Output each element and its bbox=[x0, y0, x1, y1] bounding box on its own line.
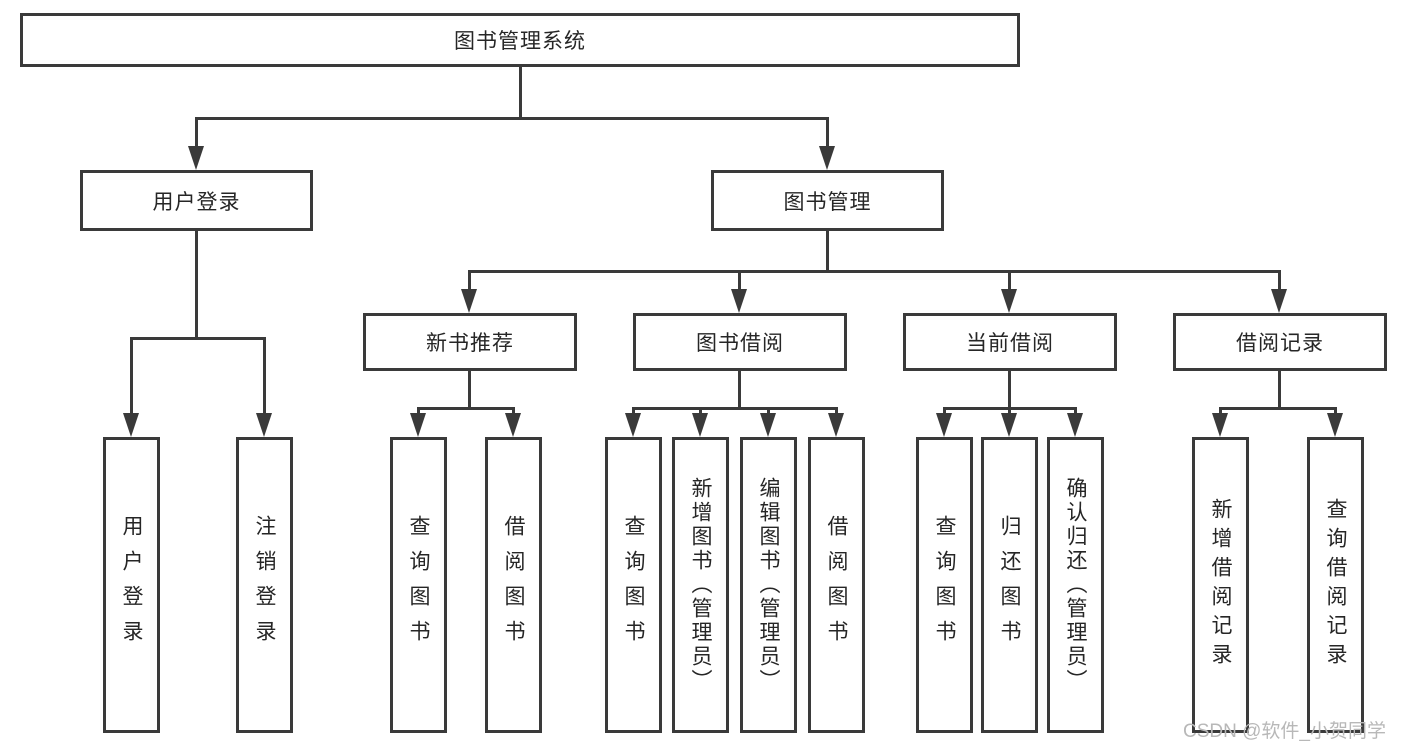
connector-module1-vline bbox=[468, 370, 471, 407]
connector-module1-hline bbox=[417, 407, 515, 410]
arrowhead-down-icon bbox=[1271, 289, 1287, 313]
arrowhead-down-icon bbox=[936, 413, 952, 437]
connector-module3-vline bbox=[1008, 370, 1011, 407]
arrowhead-down-icon bbox=[692, 413, 708, 437]
node-label: 当前借阅 bbox=[966, 332, 1054, 355]
connector-leaf-stub bbox=[1334, 407, 1337, 415]
connector-leaf-stub bbox=[417, 407, 420, 415]
arrowhead-down-icon bbox=[505, 413, 521, 437]
arrowhead-down-icon bbox=[461, 289, 477, 313]
connector-module4-hline bbox=[1219, 407, 1337, 410]
node-current-borrowing: 当前借阅 bbox=[903, 313, 1117, 371]
connector-user-login-stub bbox=[195, 117, 198, 148]
node-borrowing-records: 借阅记录 bbox=[1173, 313, 1387, 371]
connector-leaf-stub bbox=[943, 407, 946, 415]
connector-user-login-hline bbox=[130, 337, 266, 340]
arrowhead-down-icon bbox=[1212, 413, 1228, 437]
leaf-confirm-return-admin: 确认归还（管理员） bbox=[1047, 437, 1104, 733]
arrowhead-down-icon bbox=[410, 413, 426, 437]
arrowhead-down-icon bbox=[625, 413, 641, 437]
connector-modules-hline bbox=[468, 270, 1281, 273]
connector-leaf-stub bbox=[1219, 407, 1222, 415]
node-book-management: 图书管理 bbox=[711, 170, 944, 231]
node-label: 图书借阅 bbox=[696, 332, 784, 355]
connector-leaf-stub bbox=[699, 407, 702, 415]
arrowhead-down-icon bbox=[819, 146, 835, 170]
leaf-label: 借阅图书 bbox=[825, 515, 848, 655]
connector-module-stub bbox=[468, 270, 471, 291]
connector-module-stub bbox=[738, 270, 741, 291]
arrowhead-down-icon bbox=[1001, 413, 1017, 437]
leaf-label: 编辑图书（管理员） bbox=[757, 477, 780, 693]
connector-root-hline bbox=[195, 117, 829, 120]
leaf-label: 用户登录 bbox=[120, 515, 143, 655]
connector-module-stub bbox=[1278, 270, 1281, 291]
connector-root-vline bbox=[519, 66, 522, 117]
leaf-label: 查询借阅记录 bbox=[1324, 498, 1347, 672]
leaf-user-login: 用户登录 bbox=[103, 437, 160, 733]
connector-module2-hline bbox=[632, 407, 838, 410]
leaf-query-books: 查询图书 bbox=[390, 437, 447, 733]
arrowhead-down-icon bbox=[123, 413, 139, 437]
leaf-label: 借阅图书 bbox=[502, 515, 525, 655]
connector-leaf-stub bbox=[1074, 407, 1077, 415]
connector-leaf-stub bbox=[263, 337, 266, 415]
node-book-borrowing: 图书借阅 bbox=[633, 313, 847, 371]
connector-book-management-vline bbox=[826, 230, 829, 270]
node-label: 新书推荐 bbox=[426, 332, 514, 355]
leaf-logout: 注销登录 bbox=[236, 437, 293, 733]
leaf-label: 注销登录 bbox=[253, 515, 276, 655]
leaf-label: 归还图书 bbox=[998, 515, 1021, 655]
connector-leaf-stub bbox=[512, 407, 515, 415]
connector-leaf-stub bbox=[835, 407, 838, 415]
connector-module2-vline bbox=[738, 370, 741, 407]
leaf-query-borrow-record: 查询借阅记录 bbox=[1307, 437, 1364, 733]
arrowhead-down-icon bbox=[256, 413, 272, 437]
connector-user-login-vline bbox=[195, 230, 198, 337]
node-label: 图书管理 bbox=[783, 190, 872, 214]
leaf-add-borrow-record: 新增借阅记录 bbox=[1192, 437, 1249, 733]
connector-book-management-stub bbox=[826, 117, 829, 148]
connector-module-stub bbox=[1008, 270, 1011, 291]
node-label: 图书管理系统 bbox=[454, 30, 586, 53]
leaf-query-books: 查询图书 bbox=[605, 437, 662, 733]
connector-module4-vline bbox=[1278, 370, 1281, 407]
arrowhead-down-icon bbox=[1327, 413, 1343, 437]
node-label: 借阅记录 bbox=[1236, 332, 1324, 355]
arrowhead-down-icon bbox=[1067, 413, 1083, 437]
arrowhead-down-icon bbox=[828, 413, 844, 437]
leaf-label: 确认归还（管理员） bbox=[1064, 477, 1087, 693]
leaf-label: 新增图书（管理员） bbox=[689, 477, 712, 693]
leaf-label: 查询图书 bbox=[933, 515, 956, 655]
csdn-watermark: CSDN @软件_小贺同学 bbox=[1183, 721, 1386, 742]
leaf-query-books: 查询图书 bbox=[916, 437, 973, 733]
connector-leaf-stub bbox=[632, 407, 635, 415]
leaf-return-books: 归还图书 bbox=[981, 437, 1038, 733]
leaf-borrow-books: 借阅图书 bbox=[808, 437, 865, 733]
leaf-borrow-books: 借阅图书 bbox=[485, 437, 542, 733]
connector-leaf-stub bbox=[130, 337, 133, 415]
arrowhead-down-icon bbox=[760, 413, 776, 437]
arrowhead-down-icon bbox=[1001, 289, 1017, 313]
leaf-add-books-admin: 新增图书（管理员） bbox=[672, 437, 729, 733]
node-library-management-system: 图书管理系统 bbox=[20, 13, 1020, 67]
arrowhead-down-icon bbox=[731, 289, 747, 313]
leaf-label: 查询图书 bbox=[407, 515, 430, 655]
arrowhead-down-icon bbox=[188, 146, 204, 170]
leaf-edit-books-admin: 编辑图书（管理员） bbox=[740, 437, 797, 733]
connector-leaf-stub bbox=[1008, 407, 1011, 415]
leaf-label: 新增借阅记录 bbox=[1209, 498, 1232, 672]
connector-leaf-stub bbox=[767, 407, 770, 415]
node-label: 用户登录 bbox=[152, 190, 241, 214]
leaf-label: 查询图书 bbox=[622, 515, 645, 655]
node-new-book-recommend: 新书推荐 bbox=[363, 313, 577, 371]
node-user-login: 用户登录 bbox=[80, 170, 313, 231]
